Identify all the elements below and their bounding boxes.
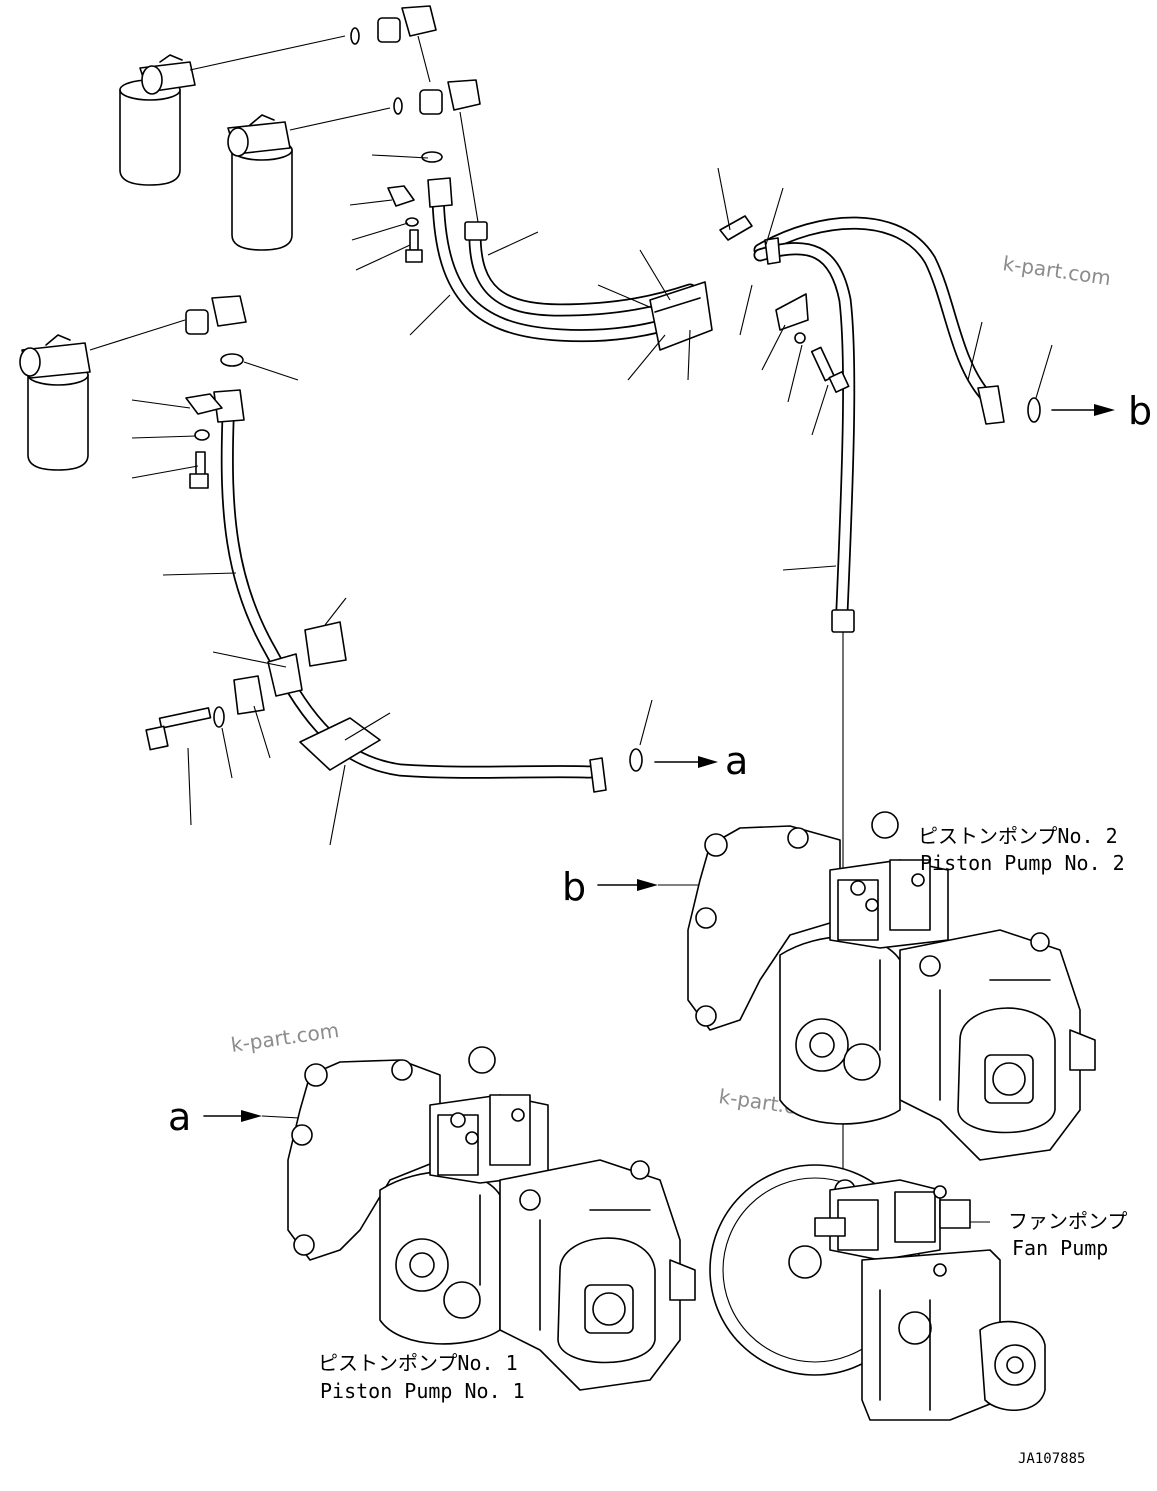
o-ring-a (629, 748, 643, 772)
connection-a-upper: a (654, 739, 748, 783)
clip-upper (387, 185, 423, 263)
hose-upper-right (464, 221, 697, 317)
hose-lower-a (213, 389, 607, 793)
piston-pump-2-label-jp: ピストンポンプNo. 2 (918, 824, 1118, 848)
hose-long-to-pump (753, 242, 856, 633)
hose-upper-left (427, 177, 682, 343)
clamp-upper-1 (649, 281, 713, 351)
piston-pump-1-label-en: Piston Pump No. 1 (320, 1379, 525, 1403)
connection-b-label-lower: b (562, 865, 586, 909)
connection-a-label-lower: a (168, 1095, 191, 1139)
drawing-number: JA107885 (1018, 1451, 1085, 1467)
filter-1 (119, 54, 196, 186)
clip-lower (185, 393, 223, 489)
piston-pump-2-label-en: Piston Pump No. 2 (920, 851, 1125, 875)
hose-long-b (753, 216, 1005, 425)
filter-2 (227, 114, 293, 251)
piston-pump-2 (687, 811, 1096, 1161)
watermark-left: k-part.com (229, 1018, 340, 1057)
o-ring-1 (421, 151, 443, 163)
fan-pump (709, 1164, 1046, 1421)
adapter-mid (393, 79, 481, 223)
fan-pump-label-en: Fan Pump (1012, 1236, 1108, 1260)
connection-b-label: b (1128, 389, 1152, 433)
filter-3 (19, 334, 91, 471)
connection-a-label: a (725, 739, 748, 783)
adapter-left (185, 295, 247, 335)
adapter-top (350, 5, 437, 83)
connection-b-upper: b (1051, 389, 1152, 433)
clamp-upper-2 (719, 215, 850, 394)
leader-lines (131, 154, 1053, 846)
o-ring-b (1027, 397, 1041, 423)
watermark-top: k-part.com (1001, 251, 1112, 290)
piston-pump-1 (287, 1046, 696, 1391)
fan-pump-label-jp: ファンポンプ (1008, 1209, 1127, 1233)
piston-pump-1-label-jp: ピストンポンプNo. 1 (318, 1351, 518, 1375)
o-ring-2 (220, 353, 244, 367)
